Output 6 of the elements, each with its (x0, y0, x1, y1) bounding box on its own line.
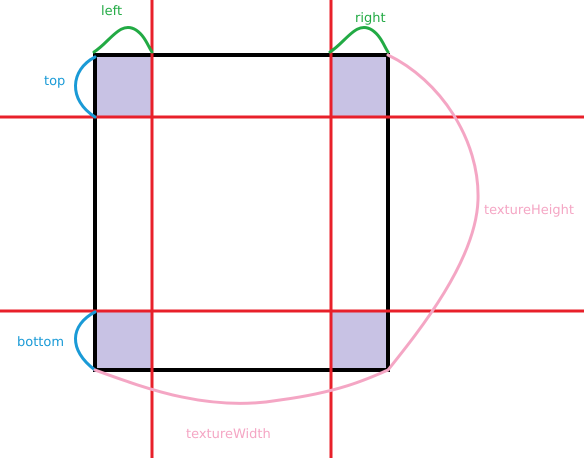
dimension-label: textureHeight (484, 203, 574, 219)
dimension-label: right (355, 11, 386, 27)
dimension-label: bottom (17, 335, 64, 351)
dimension-label: left (101, 4, 122, 20)
dimension-label: top (44, 74, 66, 90)
dimension-label: textureWidth (186, 427, 271, 443)
